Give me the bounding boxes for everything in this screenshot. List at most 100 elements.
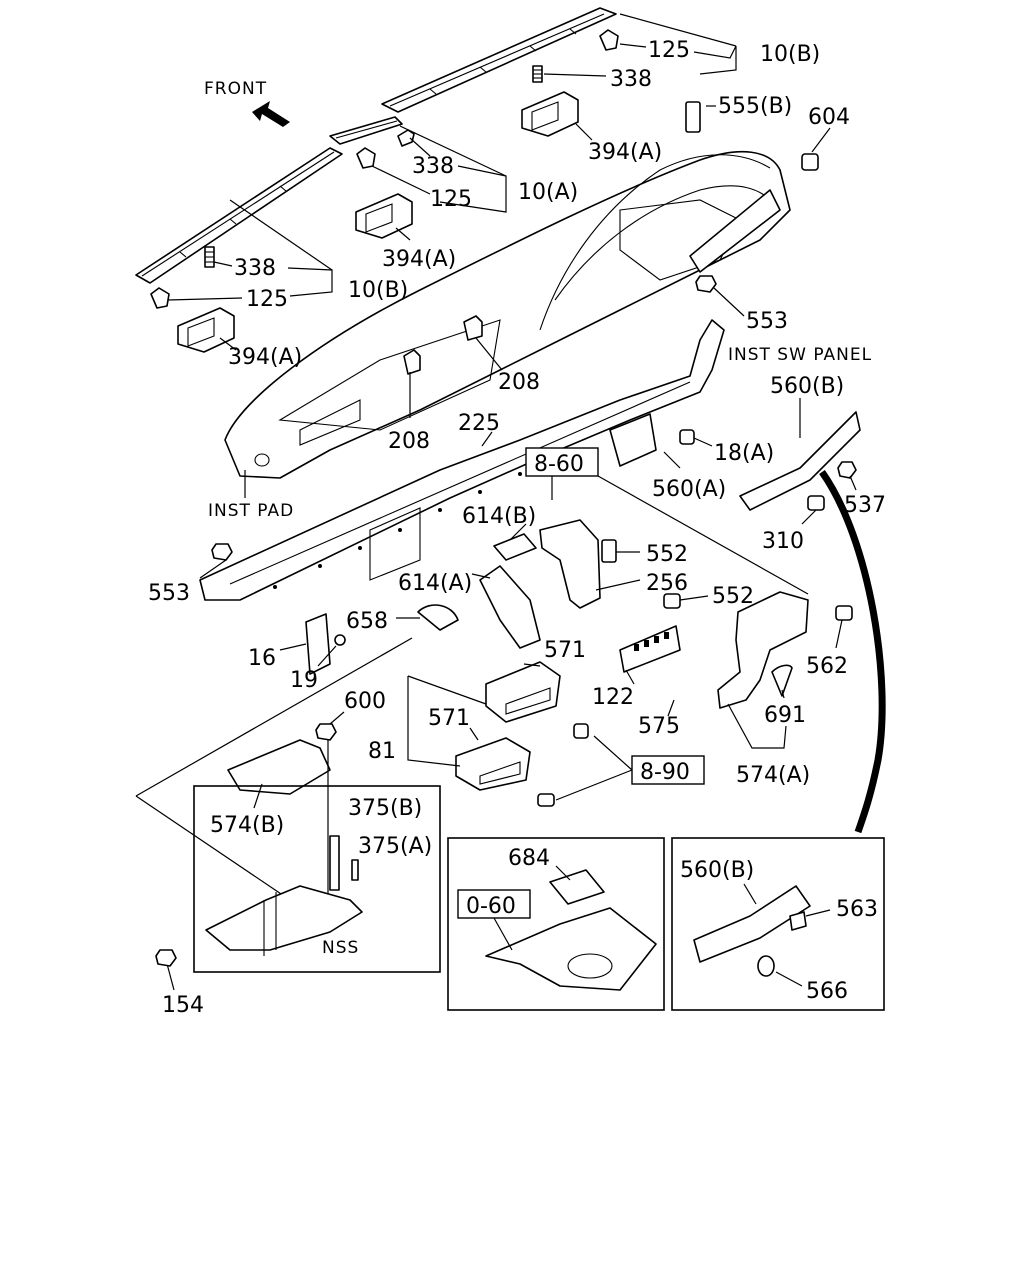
callout-537: 537 bbox=[844, 493, 886, 518]
cover-658 bbox=[417, 604, 459, 631]
svg-text:8-90: 8-90 bbox=[640, 760, 690, 785]
callout-225: 225 bbox=[458, 411, 500, 436]
callout-563: 563 bbox=[836, 897, 878, 922]
bracket-614a bbox=[479, 565, 541, 649]
nut-537 bbox=[837, 461, 857, 479]
clip-125-left bbox=[150, 287, 170, 309]
callout-81: 81 bbox=[368, 739, 396, 764]
callout-571: 571 bbox=[428, 706, 470, 731]
screw-338-top bbox=[532, 65, 543, 83]
callout-571: 571 bbox=[544, 638, 586, 663]
label-684-plate bbox=[549, 869, 605, 905]
nut-600 bbox=[315, 723, 337, 741]
bolt-552-mid bbox=[663, 593, 681, 609]
defroster-grille-center bbox=[329, 116, 403, 145]
bracket-560b bbox=[739, 411, 861, 511]
ref-box-8-90: 8-90 bbox=[631, 755, 705, 785]
ref-box-0-60: 0-60 bbox=[457, 889, 531, 919]
bracket-208-left bbox=[403, 349, 421, 375]
bracket-16 bbox=[305, 613, 331, 675]
inset-bracket-560b bbox=[693, 885, 811, 963]
callout-208: 208 bbox=[498, 370, 540, 395]
callout-553: 553 bbox=[148, 581, 190, 606]
bolt-8-90 bbox=[537, 793, 555, 807]
callout-338: 338 bbox=[610, 67, 652, 92]
reference-arrow bbox=[819, 469, 886, 834]
callout-560a: 560(A) bbox=[652, 477, 726, 502]
callout-375b: 375(B) bbox=[348, 796, 422, 821]
bracket-208-right bbox=[463, 315, 483, 341]
bolt-310 bbox=[807, 495, 825, 511]
inst-sw-panel-label: INST SW PANEL bbox=[728, 345, 872, 365]
callout-394a: 394(A) bbox=[382, 247, 456, 272]
callout-125: 125 bbox=[246, 287, 288, 312]
nut-553-left bbox=[211, 543, 233, 561]
callout-552: 552 bbox=[646, 542, 688, 567]
callout-560b: 560(B) bbox=[770, 374, 844, 399]
callout-562: 562 bbox=[806, 654, 848, 679]
callout-18a: 18(A) bbox=[714, 441, 774, 466]
callout-16: 16 bbox=[248, 646, 276, 671]
callout-684: 684 bbox=[508, 846, 550, 871]
callout-691: 691 bbox=[764, 703, 806, 728]
clip-563 bbox=[789, 911, 807, 931]
bracket-560a bbox=[609, 413, 657, 467]
callout-553: 553 bbox=[746, 309, 788, 334]
callout-566: 566 bbox=[806, 979, 848, 1004]
callout-614b: 614(B) bbox=[462, 504, 536, 529]
front-arrow-icon bbox=[252, 101, 290, 127]
pad-566 bbox=[757, 955, 775, 977]
callout-394a: 394(A) bbox=[588, 140, 662, 165]
switch-bracket-122 bbox=[619, 625, 681, 673]
clip-125-mid bbox=[356, 147, 376, 169]
inst-sw-panel bbox=[689, 189, 781, 273]
center-brace-256 bbox=[539, 519, 601, 609]
callout-574a: 574(A) bbox=[736, 763, 810, 788]
bolt-562 bbox=[835, 605, 853, 621]
callout-10b: 10(B) bbox=[760, 42, 820, 67]
nut-553-right bbox=[695, 275, 717, 293]
callout-10a: 10(A) bbox=[518, 180, 578, 205]
nut-154 bbox=[155, 949, 177, 967]
trim-691 bbox=[771, 664, 793, 697]
callout-338: 338 bbox=[234, 256, 276, 281]
leader-lines bbox=[165, 13, 857, 991]
screw-338-left bbox=[204, 246, 215, 268]
callout-125: 125 bbox=[648, 38, 690, 63]
pin-375b bbox=[329, 835, 340, 891]
callout-560b: 560(B) bbox=[680, 858, 754, 883]
inset-0-60 bbox=[447, 837, 665, 1011]
defroster-grille-left bbox=[135, 147, 343, 284]
callout-658: 658 bbox=[346, 609, 388, 634]
callout-122: 122 bbox=[592, 685, 634, 710]
pin-375a bbox=[351, 859, 359, 881]
callout-125: 125 bbox=[430, 187, 472, 212]
callouts: 125 10(B) 338 555(B) 604 394(A) 338 10(A… bbox=[148, 38, 886, 1018]
pocket-571-bottom bbox=[455, 737, 531, 791]
callout-552: 552 bbox=[712, 584, 754, 609]
callout-555b: 555(B) bbox=[718, 94, 792, 119]
knee-bracket-574a bbox=[717, 591, 809, 709]
front-label: FRONT bbox=[204, 79, 267, 99]
inst-pad-label: INST PAD bbox=[208, 501, 294, 521]
bracket-394a-top bbox=[521, 91, 579, 137]
bolt-604 bbox=[801, 153, 819, 171]
inset-floor-bracket bbox=[485, 907, 657, 991]
svg-text:8-60: 8-60 bbox=[534, 452, 584, 477]
svg-text:0-60: 0-60 bbox=[466, 894, 516, 919]
pocket-571-top bbox=[485, 661, 561, 723]
cross-car-beam bbox=[199, 319, 725, 601]
nss-bracket bbox=[205, 885, 363, 956]
callout-10b: 10(B) bbox=[348, 278, 408, 303]
bolt-575-panel bbox=[573, 723, 589, 739]
screw-19 bbox=[334, 634, 346, 646]
callout-604: 604 bbox=[808, 105, 850, 130]
nss-label: NSS bbox=[322, 938, 359, 958]
nss-box bbox=[193, 785, 441, 973]
defroster-grille-right bbox=[381, 7, 617, 113]
screw-338-mid bbox=[397, 129, 415, 147]
bracket-574b bbox=[227, 739, 331, 795]
callout-256: 256 bbox=[646, 571, 688, 596]
callout-375a: 375(A) bbox=[358, 834, 432, 859]
